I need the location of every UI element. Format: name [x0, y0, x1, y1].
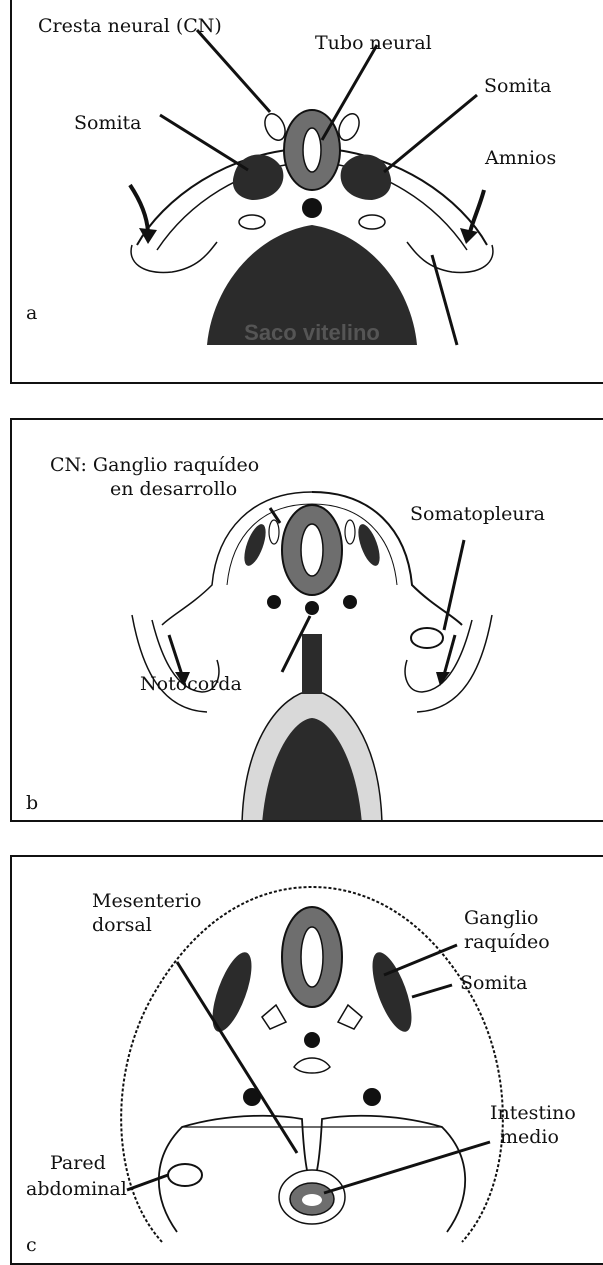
label-cresta-neural: Cresta neural (CN)	[38, 15, 222, 37]
label-abdominal: abdominal	[26, 1178, 127, 1200]
label-mesenterio: Mesenterio	[92, 890, 201, 912]
label-pared: Pared	[50, 1152, 106, 1174]
panel-c: Mesenterio dorsal Ganglio raquídeo Somit…	[10, 855, 603, 1265]
label-cn-ganglio: CN: Ganglio raquídeo	[50, 454, 259, 476]
label-en-desarrollo: en desarrollo	[110, 478, 237, 500]
label-notocorda: Notocorda	[140, 673, 242, 695]
panel-a-illustration: Saco vitelino	[12, 0, 603, 384]
label-raquideo: raquídeo	[464, 931, 550, 953]
label-amnios: Amnios	[485, 147, 556, 169]
label-medio: medio	[500, 1126, 559, 1148]
label-somita-left: Somita	[74, 112, 142, 134]
label-intestino: Intestino	[490, 1102, 576, 1124]
panel-b-illustration	[12, 420, 603, 822]
panel-a: Saco vitelino Cresta neural (CN) Tubo ne…	[10, 0, 603, 384]
label-somita-right: Somita	[484, 75, 552, 97]
label-dorsal: dorsal	[92, 914, 152, 936]
panel-b: CN: Ganglio raquídeo en desarrollo Somat…	[10, 418, 603, 822]
yolk-sac-watermark: Saco vitelino	[244, 320, 380, 345]
panel-letter-b: b	[26, 792, 38, 814]
label-somatopleura: Somatopleura	[410, 503, 545, 525]
panel-letter-c: c	[26, 1234, 37, 1256]
panel-letter-a: a	[26, 302, 37, 324]
label-somita: Somita	[460, 972, 528, 994]
label-ganglio: Ganglio	[464, 907, 539, 929]
label-tubo-neural: Tubo neural	[315, 32, 432, 54]
